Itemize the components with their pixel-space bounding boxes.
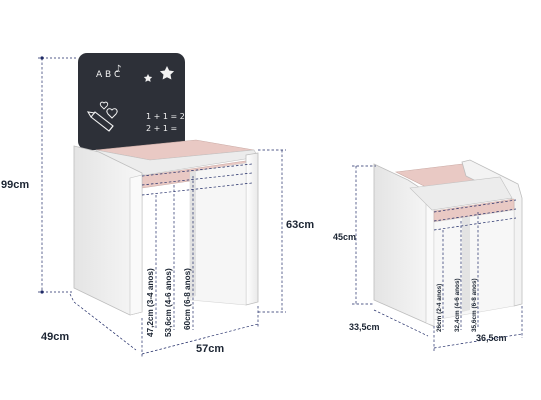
label-seat-large-1: 47,2cm (3-4 anos) <box>146 268 155 337</box>
dim-line-45 <box>352 165 376 305</box>
label-seat-large-2: 53,6cm (4-6 anos) <box>164 268 173 337</box>
label-seat-small-2: 32,4cm (4-6 anos) <box>454 278 461 332</box>
chalk-star-small-icon <box>143 74 153 82</box>
desk-right-panel <box>245 152 259 306</box>
label-width-small: 36,5cm <box>476 333 507 343</box>
chalk-heart-icon <box>106 108 118 119</box>
chalk-pencil-icon <box>86 111 114 132</box>
label-seat-large-3: 60cm (6-8 anos) <box>183 268 192 330</box>
dim-lines-seat-large <box>155 176 194 330</box>
label-depth-large: 49cm <box>41 331 69 343</box>
desk-left-panel-edge <box>129 174 143 316</box>
small-inner-shadow <box>462 217 470 312</box>
dim-line-57 <box>141 306 259 358</box>
label-seat-small-3: 35,6cm (6-8 anos) <box>471 278 478 332</box>
chalk-star-icon <box>159 66 175 80</box>
dim-line-63 <box>258 149 286 313</box>
small-top <box>409 176 513 211</box>
dim-line-33 <box>373 309 429 337</box>
desk-small: 45cm 33,5cm 36,5cm 26cm (2-4 anos) 32,4c… <box>333 159 523 352</box>
chalkboard: A B C ♪ 1 + 1 = 2 2 + 1 = <box>78 53 185 150</box>
small-left-panel-edge <box>425 195 435 327</box>
chalk-heart-small-icon <box>99 101 109 110</box>
label-height-total: 99cm <box>1 179 29 191</box>
label-height-small: 45cm <box>333 232 356 242</box>
label-seat-small-1: 26cm (2-4 anos) <box>436 284 443 332</box>
dim-lines-seat-small <box>442 212 479 330</box>
desk-large-seat-markers <box>141 163 253 196</box>
small-inner-area <box>433 209 515 321</box>
chalk-letters: A B C <box>96 70 120 80</box>
dim-line-49 <box>69 293 137 351</box>
label-depth-small: 33,5cm <box>349 322 380 332</box>
dim-line-99 <box>38 56 76 294</box>
dim-line-36 <box>433 306 523 352</box>
desk-large: A B C ♪ 1 + 1 = 2 2 + 1 = <box>1 53 314 358</box>
chalk-equation-2: 2 + 1 = <box>146 124 177 133</box>
label-width-large: 57cm <box>196 343 224 355</box>
chalk-music-note: ♪ <box>115 64 121 75</box>
small-seat-markers <box>433 199 517 231</box>
label-desk-height: 63cm <box>286 219 314 231</box>
chalk-equation-1: 1 + 1 = 2 <box>146 112 185 121</box>
